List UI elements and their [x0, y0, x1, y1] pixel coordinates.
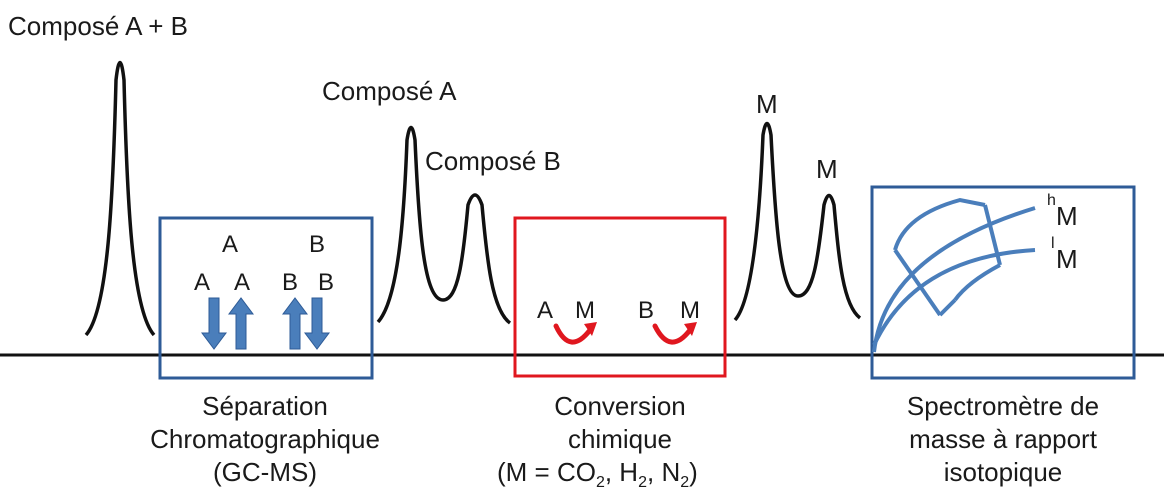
spectrometer-box [870, 185, 1136, 380]
caption-conversion-2: chimique [568, 424, 672, 454]
sep-label-a-right: A [234, 269, 250, 296]
conv-label-m-2: M [680, 297, 700, 324]
label-compound-b: Composé B [425, 146, 561, 176]
isotope-heavy-m: M [1056, 201, 1078, 231]
peak-compound-a-b [376, 125, 512, 325]
sep-label-b-top: B [309, 231, 325, 258]
caption-spectrometer-3: isotopique [944, 457, 1063, 487]
arrow-down-icon [304, 297, 330, 350]
label-m-peak-1: M [756, 89, 778, 119]
caption-separation-2: Chromatographique [150, 424, 380, 454]
formula-suffix: ) [689, 457, 698, 487]
formula-prefix: (M = CO [497, 457, 596, 487]
caption-separation-1: Séparation [202, 391, 328, 421]
isotope-light-sup: l [1051, 235, 1055, 252]
arrow-up-icon [228, 297, 254, 350]
conv-label-a: A [537, 297, 553, 324]
caption-separation-3: (GC-MS) [213, 457, 317, 487]
formula-n: , N [647, 457, 680, 487]
peak-compound-ab [84, 60, 156, 337]
sep-label-b-left: B [282, 269, 298, 296]
conv-label-m-1: M [575, 297, 595, 324]
arrow-up-icon [282, 297, 308, 350]
sep-label-b-right: B [318, 269, 334, 296]
conv-label-b: B [638, 297, 654, 324]
conversion-arrow-icon [553, 323, 593, 345]
label-compound-ab: Composé A + B [8, 11, 188, 41]
caption-spectrometer-1: Spectromètre de [907, 391, 1099, 421]
conversion-arrow-icon [652, 323, 693, 345]
formula-n2-subscript: 2 [680, 474, 689, 491]
label-m-peak-2: M [816, 154, 838, 184]
formula-h2-subscript: 2 [638, 474, 647, 491]
sep-label-a-left: A [194, 269, 210, 296]
arrow-head-icon [584, 322, 597, 336]
formula-co2-subscript: 2 [596, 474, 605, 491]
arrow-head-icon [684, 322, 697, 336]
sep-label-a-top: A [222, 231, 238, 258]
formula-h: , H [605, 457, 638, 487]
isotope-light-m: M [1056, 244, 1078, 274]
caption-spectrometer-2: masse à rapport [909, 424, 1098, 454]
label-compound-a: Composé A [322, 76, 457, 106]
conversion-formula: (M = CO2, H2, N2) [497, 457, 698, 491]
peak-m-heavy-light [733, 121, 862, 322]
magnet-flight-tubes-icon [872, 197, 1036, 353]
separation-box [158, 216, 374, 380]
isotope-heavy-sup: h [1047, 192, 1056, 209]
caption-conversion-1: Conversion [554, 391, 686, 421]
arrow-down-icon [201, 297, 227, 350]
conversion-box [513, 216, 727, 378]
